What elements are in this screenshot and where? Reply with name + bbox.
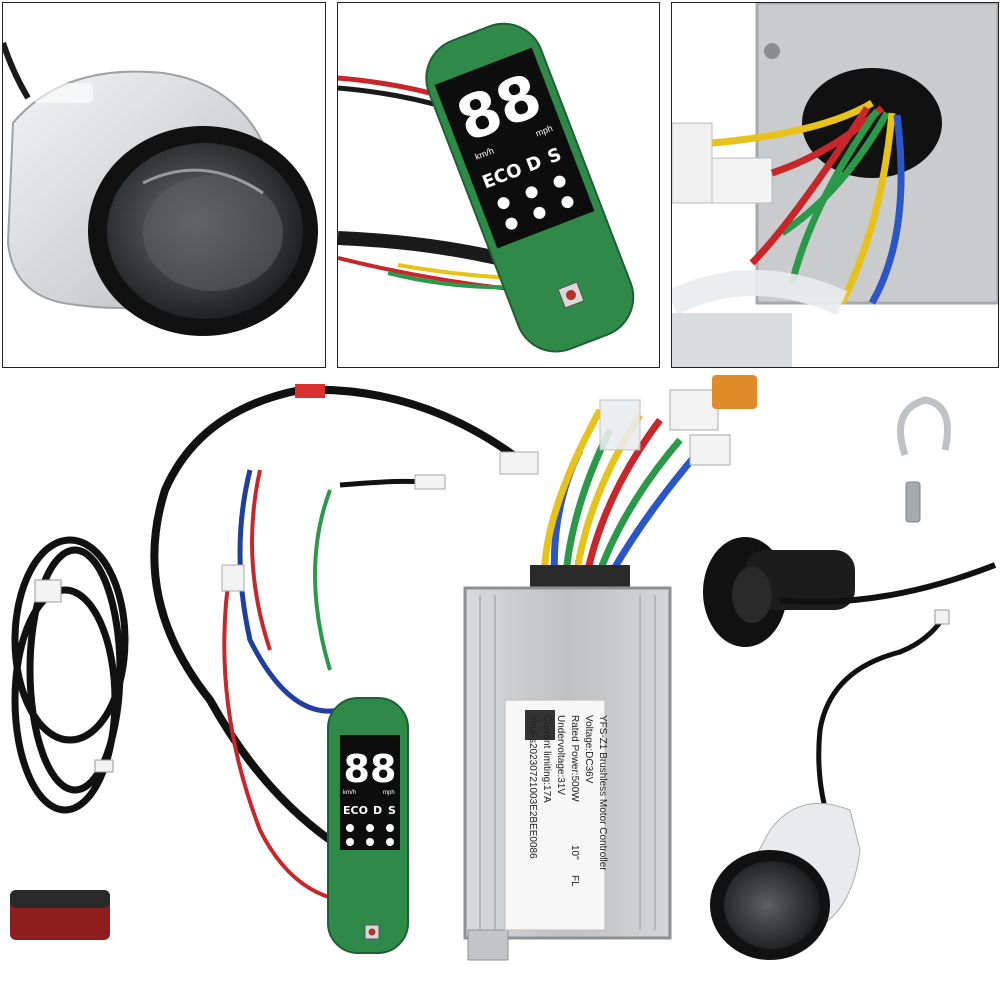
- board-speed-digits: 88: [344, 747, 397, 791]
- label-fl: FL: [569, 875, 580, 887]
- board-unit-kmh: km/h: [343, 790, 356, 796]
- thumb-throttle: [703, 537, 997, 647]
- board-temperature-icon: [346, 838, 354, 846]
- display-cable: [150, 386, 333, 844]
- controller-connector-closeup-image: [672, 3, 998, 367]
- board-headlight-icon: [346, 824, 354, 832]
- orange-power-connector: [712, 375, 757, 409]
- mounting-clip: [897, 396, 951, 457]
- board-mode-d: D: [373, 804, 382, 817]
- headlight: [710, 609, 950, 960]
- power-icon: [561, 196, 574, 209]
- label-line2: Voltage:DC36V: [583, 715, 594, 784]
- board-bluetooth-icon: [366, 824, 374, 832]
- label-line5: Current limiting:17A: [541, 715, 552, 803]
- bluetooth-icon: [525, 186, 538, 199]
- product-kit-image: YFS-Z1 Brushless Motor Controller Voltag…: [0, 370, 1000, 984]
- walk-icon: [553, 175, 566, 188]
- label-line1: YFS-Z1 Brushless Motor Controller: [597, 715, 608, 871]
- board-unit-mph: mph: [383, 790, 395, 796]
- screw: [905, 481, 921, 523]
- mode-d-label: D: [523, 152, 544, 177]
- controller-connector-closeup-panel: [671, 2, 999, 368]
- headlight-icon: [497, 197, 510, 210]
- board-mode-s: S: [388, 804, 396, 817]
- board-walk-icon: [386, 824, 394, 832]
- wrench-icon: [533, 206, 546, 219]
- label-line6: YouFs20230721003E2BEE0086: [527, 715, 538, 859]
- label-line4: Undervoltage:31V: [555, 715, 566, 795]
- dashboard-display-board: 88 km/h mph ECO D S: [327, 697, 409, 954]
- white-connector: [499, 451, 539, 475]
- headlight-closeup-image: [3, 42, 318, 336]
- label-size: 10": [569, 845, 580, 860]
- motor-controller: YFS-Z1 Brushless Motor Controller Voltag…: [463, 565, 672, 961]
- tail-light-cable-bundle: [10, 536, 129, 940]
- red-connector: [295, 384, 325, 398]
- display-board-closeup-image: 88 km/h mph ECO D S: [338, 22, 635, 353]
- display-board-closeup-panel: 88 km/h mph ECO D S: [337, 2, 660, 368]
- product-kit-svg: YFS-Z1 Brushless Motor Controller Voltag…: [10, 375, 997, 961]
- temperature-icon: [505, 217, 518, 230]
- qr-code: [525, 710, 555, 740]
- headlight-closeup-panel: [2, 2, 326, 368]
- board-wrench-icon: [366, 838, 374, 846]
- board-power-icon: [386, 838, 394, 846]
- board-mode-eco: ECO: [343, 804, 368, 817]
- label-line3: Rated Power:500W: [569, 715, 580, 802]
